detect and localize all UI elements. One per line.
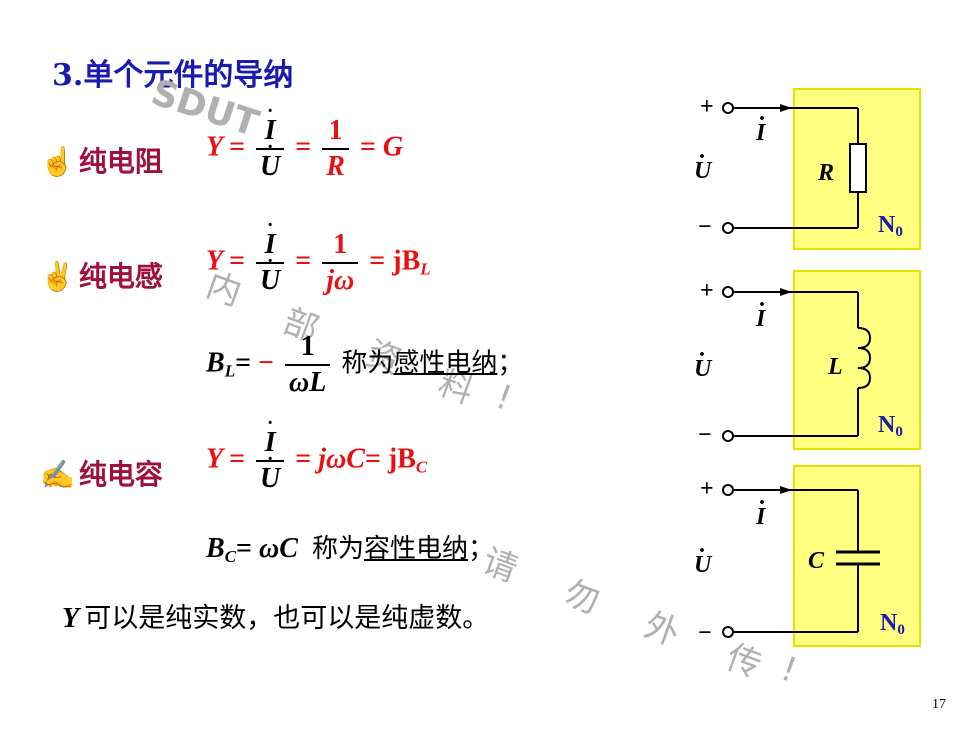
circuit1-network: N0 — [878, 212, 903, 240]
circuit2-current: ·I — [756, 292, 767, 332]
summary-line: Y 可以是纯实数，也可以是纯虚数。 — [62, 603, 490, 634]
circuit3-plus: + — [700, 476, 714, 502]
circuit3-voltage: ·U — [694, 538, 712, 578]
circuit3-network: N0 — [880, 610, 905, 638]
circuit-inductor — [722, 270, 921, 450]
circuit1-current: ·I — [756, 106, 767, 146]
circuit2-network: N0 — [878, 412, 903, 440]
circuit3-minus: − — [698, 620, 712, 646]
writing-hand-icon: ✍ — [40, 458, 75, 491]
circuit2-minus: − — [698, 422, 712, 448]
circuit1-element: R — [818, 160, 835, 186]
circuit1-voltage: ·U — [694, 144, 712, 184]
circuit-capacitor — [722, 465, 921, 647]
circuit2-element: L — [828, 354, 843, 380]
capacitor-label: ✍纯电容 — [40, 458, 163, 491]
victory-hand-icon: ✌ — [40, 260, 75, 293]
circuit3-element: C — [808, 548, 825, 574]
page-title: 3.单个元件的导纳 — [52, 58, 294, 93]
circuit1-minus: − — [698, 214, 712, 240]
page-number: 17 — [932, 697, 946, 712]
pointing-hand-icon: ☝ — [40, 145, 75, 178]
watermark-char: 勿 — [558, 573, 605, 623]
circuit2-voltage: ·U — [694, 342, 712, 382]
bc-definition: BC= ωC 称为容性电纳； — [206, 533, 494, 566]
inductor-label: ✌纯电感 — [40, 260, 163, 293]
circuit3-current: ·I — [756, 490, 767, 530]
circuit1-plus: + — [700, 94, 714, 120]
circuit-resistor — [722, 88, 921, 250]
resistor-label: ☝纯电阻 — [40, 145, 163, 178]
capacitor-formula: Y = ·I·U = jωC= jBC — [206, 412, 428, 494]
circuit-diagrams — [722, 88, 921, 647]
circuit2-plus: + — [700, 278, 714, 304]
